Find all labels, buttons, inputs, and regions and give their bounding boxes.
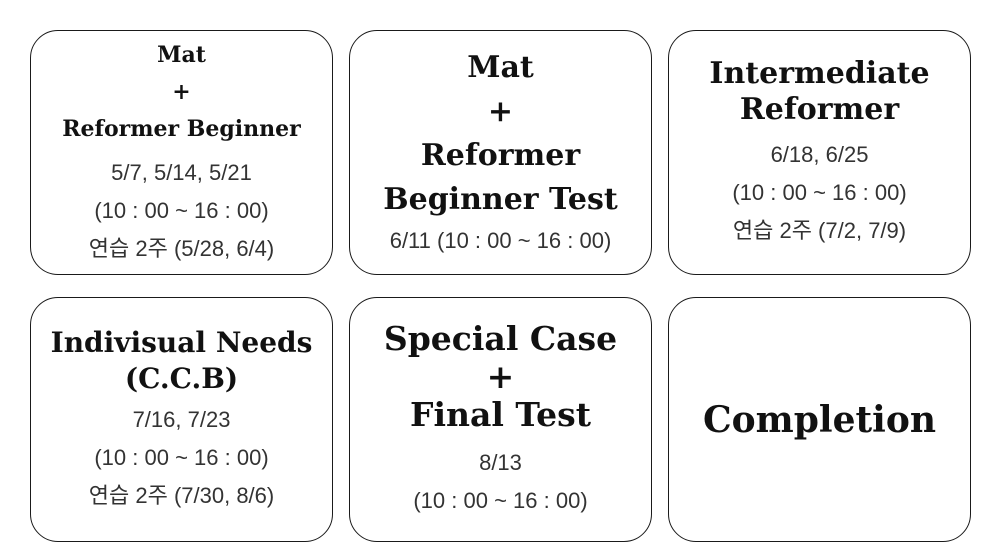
card-title-line: Completion bbox=[703, 398, 936, 441]
card-title-line: Mat bbox=[467, 49, 534, 85]
card-time: (10 : 00 ~ 16 : 00) bbox=[94, 198, 269, 223]
card-title-line: Indivisual Needs bbox=[50, 325, 313, 359]
card-practice: 연습 2주 (5/28, 6/4) bbox=[88, 236, 275, 261]
course-card-individual-needs: Indivisual Needs (C.C.B) 7/16, 7/23 (10 … bbox=[30, 297, 333, 542]
card-dates: 8/13 bbox=[479, 449, 522, 475]
course-card-completion: Completion bbox=[668, 297, 971, 542]
card-title-line: Intermediate bbox=[709, 55, 930, 91]
card-practice: 연습 2주 (7/2, 7/9) bbox=[732, 217, 907, 243]
card-title-line: + bbox=[486, 356, 515, 396]
card-dates: 6/11 (10 : 00 ~ 16 : 00) bbox=[389, 227, 612, 253]
card-time: (10 : 00 ~ 16 : 00) bbox=[732, 179, 907, 205]
card-title-line: Special Case bbox=[383, 318, 618, 358]
course-card-intermediate-reformer: Intermediate Reformer 6/18, 6/25 (10 : 0… bbox=[668, 30, 971, 275]
card-title-line: Reformer bbox=[420, 137, 581, 173]
card-time: (10 : 00 ~ 16 : 00) bbox=[94, 444, 269, 470]
card-title-line: + bbox=[172, 79, 191, 105]
card-dates: 7/16, 7/23 bbox=[132, 406, 231, 432]
card-time: (10 : 00 ~ 16 : 00) bbox=[413, 487, 588, 513]
card-title-line: Mat bbox=[157, 42, 206, 68]
card-title-line: (C.C.B) bbox=[124, 361, 239, 395]
card-dates: 6/18, 6/25 bbox=[770, 141, 869, 167]
card-title-line: Beginner Test bbox=[383, 181, 618, 217]
course-card-beginner-test: Mat + Reformer Beginner Test 6/11 (10 : … bbox=[349, 30, 652, 275]
card-practice: 연습 2주 (7/30, 8/6) bbox=[88, 482, 275, 508]
card-title-line: Reformer bbox=[739, 91, 900, 127]
course-card-special-case-final-test: Special Case + Final Test 8/13 (10 : 00 … bbox=[349, 297, 652, 542]
card-title-line: + bbox=[487, 93, 514, 129]
card-title-line: Final Test bbox=[410, 394, 591, 434]
card-title-line: Reformer Beginner bbox=[62, 116, 301, 142]
card-dates: 5/7, 5/14, 5/21 bbox=[111, 160, 252, 185]
course-card-mat-reformer-beginner: Mat + Reformer Beginner 5/7, 5/14, 5/21 … bbox=[30, 30, 333, 275]
